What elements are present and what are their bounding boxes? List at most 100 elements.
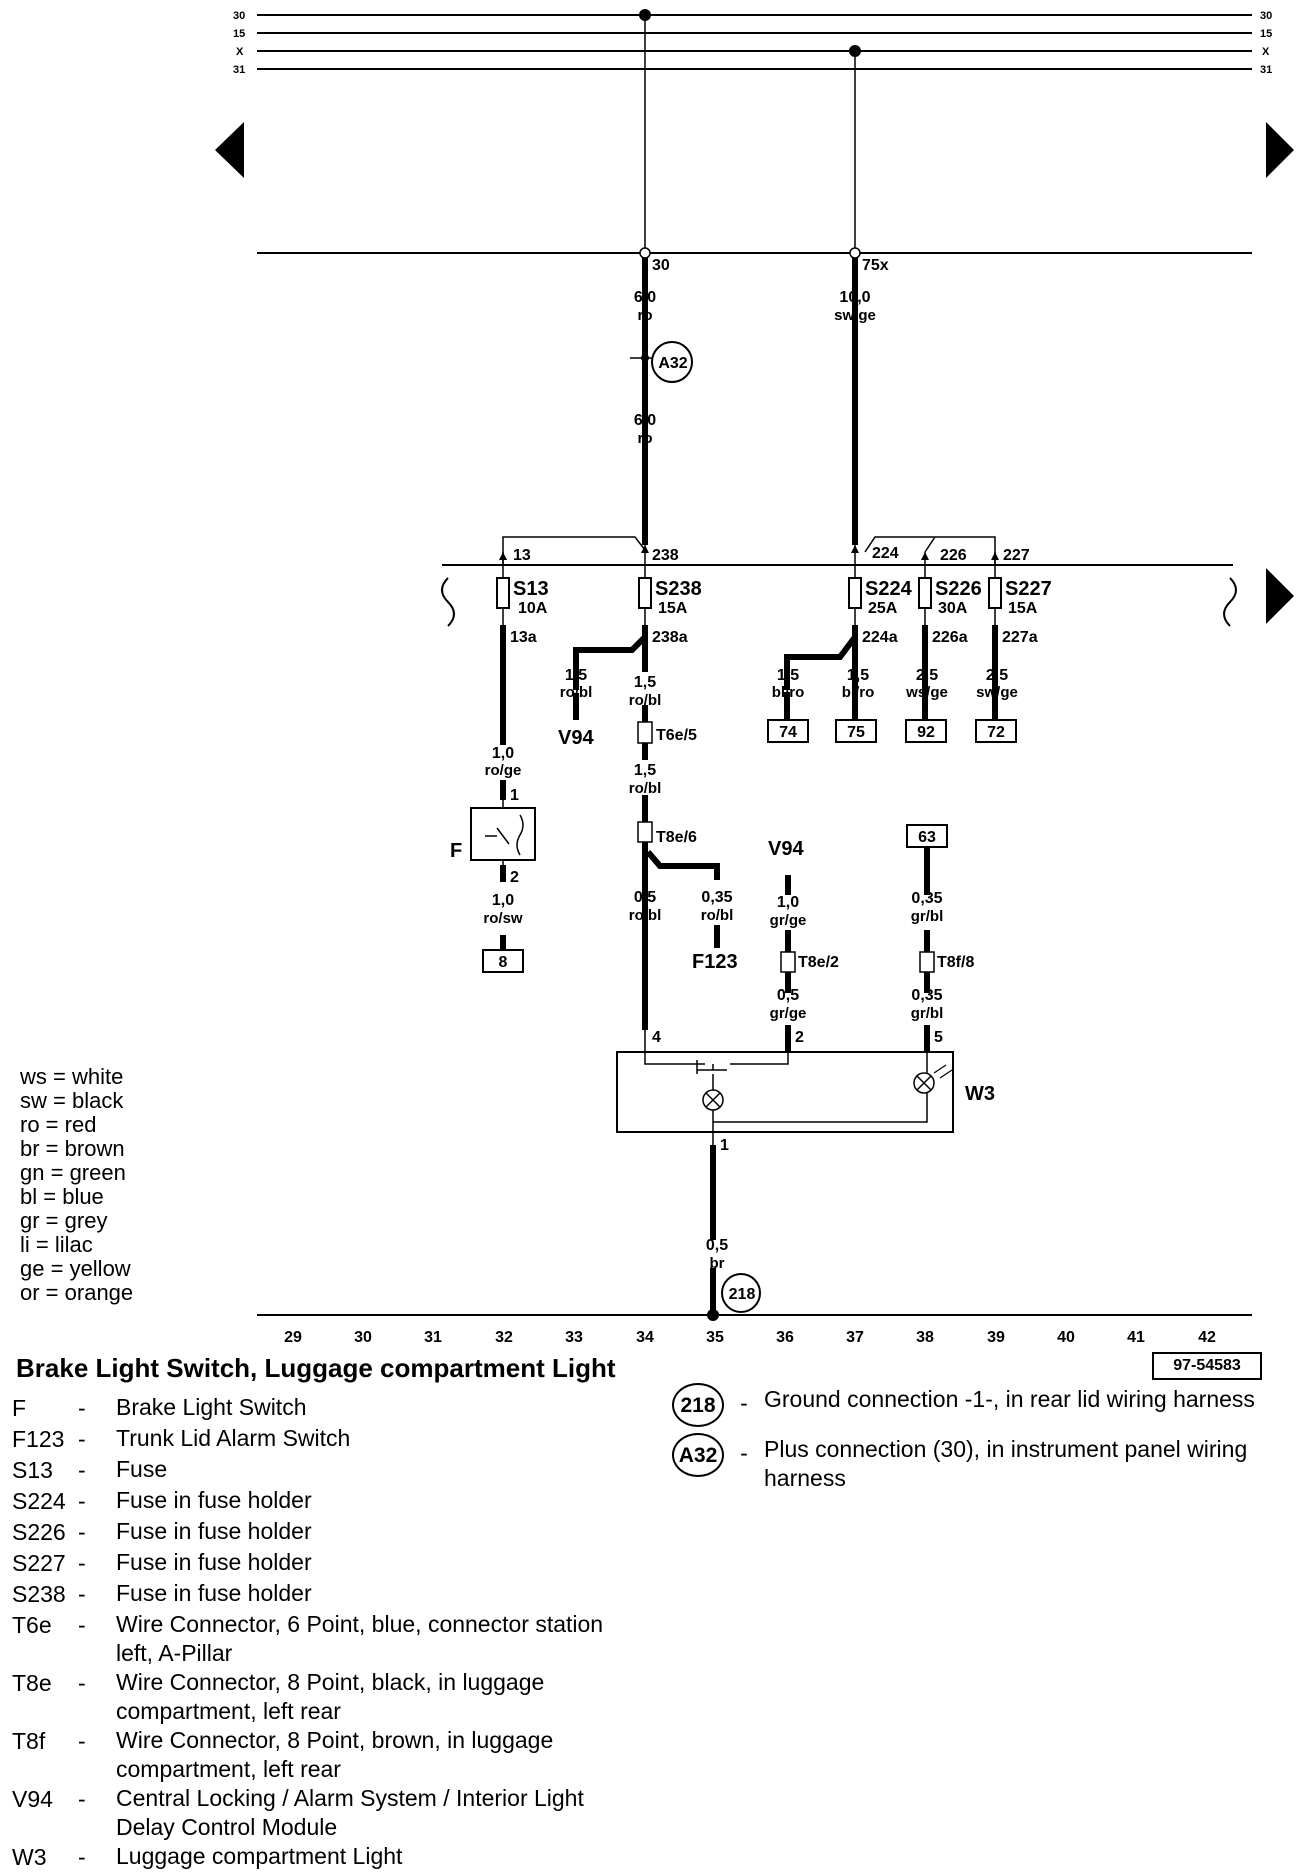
wire-color: ro/bl [629, 692, 662, 709]
track-number: 30 [354, 1329, 372, 1346]
ref-box-8 [482, 949, 524, 973]
track-number: 29 [284, 1329, 302, 1346]
g218-label: 218 [729, 1286, 756, 1303]
connector-t6e5 [637, 721, 653, 744]
track-number: 31 [424, 1329, 442, 1346]
fuse-s227-in: 227 [1003, 547, 1030, 564]
wire-color: sw/ge [976, 684, 1018, 701]
pin-number: 4 [652, 1029, 661, 1046]
legend-row: or = orange [20, 1280, 134, 1305]
fuse-s224-out: 224a [862, 629, 898, 646]
connector-t8f8-label: T8f/8 [937, 954, 974, 971]
ref-72: 72 [987, 724, 1005, 741]
component-v94: V94 [558, 727, 594, 749]
legend-row: bl = blue [20, 1184, 104, 1209]
parts-row: S224-Fuse in fuse holder [12, 1487, 312, 1514]
wire-color: ws/ge [905, 684, 948, 701]
wire-size: 1,5 [634, 674, 656, 691]
fuse-s226-out: 226a [932, 629, 968, 646]
fuse-s238-rating: 15A [658, 600, 688, 617]
parts-row: S238-Fuse in fuse holder [12, 1580, 312, 1607]
wire-color: br [710, 1255, 725, 1272]
wire-size: 0,35 [701, 889, 732, 906]
wire-size: 1,5 [565, 667, 587, 684]
connector-t6e5-label: T6e/5 [656, 727, 697, 744]
fuse-s227-out: 227a [1002, 629, 1038, 646]
fuse-s13-rating: 10A [518, 600, 548, 617]
wire-color: ro/bl [629, 907, 662, 924]
wire-color: ro/bl [629, 780, 662, 797]
parts-row: W3-Luggage compartment Light [12, 1843, 403, 1870]
terminal-75x: 75x [862, 257, 889, 274]
bus-label-left-x: X [236, 46, 244, 58]
luggage-light-w3 [616, 1051, 954, 1133]
g218-badge: 218 [672, 1383, 724, 1427]
document-number: 97-54583 [1152, 1352, 1262, 1380]
fuse-s226-name: S226 [935, 578, 982, 600]
wire-size: 0,5 [777, 987, 799, 1004]
parts-row: T8e-Wire Connector, 8 Point, black, in l… [12, 1669, 545, 1724]
wire-color: ro [638, 430, 653, 447]
g218-circle [721, 1273, 761, 1313]
page-left-arrow[interactable] [215, 122, 244, 178]
wire-size: 0,35 [911, 987, 942, 1004]
a32-label: A32 [658, 355, 687, 372]
fuse-s224-rating: 25A [868, 600, 898, 617]
track-number: 33 [565, 1329, 583, 1346]
wire-size: 6,0 [634, 289, 656, 306]
track-number: 36 [776, 1329, 794, 1346]
bus-label-left-30: 30 [233, 10, 245, 22]
fuse-s226-in: 226 [940, 547, 967, 564]
legend-row: ge = yellow [20, 1256, 131, 1281]
ref-92: 92 [917, 724, 935, 741]
wire-size: 6,0 [634, 412, 656, 429]
wire-size: 1,0 [777, 894, 799, 911]
component-f: F [450, 840, 462, 862]
wire-size: 0,35 [911, 890, 942, 907]
component-w3: W3 [965, 1083, 995, 1105]
a32-badge: A32 [672, 1433, 724, 1477]
wire-color: sw/ge [834, 307, 876, 324]
track-number: 38 [916, 1329, 934, 1346]
pin-number: 2 [795, 1029, 804, 1046]
connection-list: 218 - Ground connection -1-, in rear lid… [672, 1383, 1302, 1499]
legend-row: gr = grey [20, 1208, 108, 1233]
component-f123: F123 [692, 951, 738, 973]
fuse-s226-rating: 30A [938, 600, 968, 617]
legend-row: br = brown [20, 1136, 125, 1161]
page-right-arrow[interactable] [1266, 122, 1294, 178]
wire-color: ro/bl [701, 907, 734, 924]
ref-75: 75 [847, 724, 865, 741]
parts-row: F-Brake Light Switch [12, 1394, 307, 1421]
legend-row: li = lilac [20, 1232, 93, 1257]
track-number: 42 [1198, 1329, 1216, 1346]
wire-size: 0,5 [634, 889, 656, 906]
fuse-s238 [638, 577, 652, 609]
fuse-s227-rating: 15A [1008, 600, 1038, 617]
wire-color: gr/bl [911, 1005, 944, 1022]
parts-row: S227-Fuse in fuse holder [12, 1549, 312, 1576]
bus-label-right-31: 31 [1260, 64, 1272, 76]
wire-color: bl/ro [842, 684, 875, 701]
page-right-arrow-2[interactable] [1266, 568, 1294, 624]
connection-row: A32 - Plus connection (30), in instrumen… [672, 1433, 1302, 1493]
parts-list: F-Brake Light Switch F123-Trunk Lid Alar… [12, 1393, 652, 1873]
wire-size: 1,0 [492, 892, 514, 909]
parts-row: S226-Fuse in fuse holder [12, 1518, 312, 1545]
connector-t8e2 [780, 951, 796, 973]
wire-size: 10,0 [839, 289, 870, 306]
fuse-s238-in: 238 [652, 547, 679, 564]
pin-number: 2 [510, 869, 519, 886]
component-v94-2: V94 [768, 838, 804, 860]
wire-size: 2,5 [916, 667, 938, 684]
ref-box-72 [975, 719, 1017, 743]
connector-t8f8 [919, 951, 935, 973]
wire-color: ro/ge [485, 762, 522, 779]
track-number: 34 [636, 1329, 654, 1346]
track-number: 35 [706, 1329, 724, 1346]
track-number: 41 [1127, 1329, 1145, 1346]
track-number: 37 [846, 1329, 864, 1346]
wire-color: gr/ge [770, 912, 807, 929]
wire-size: 1,5 [847, 667, 869, 684]
connector-t8e6-label: T8e/6 [656, 829, 697, 846]
